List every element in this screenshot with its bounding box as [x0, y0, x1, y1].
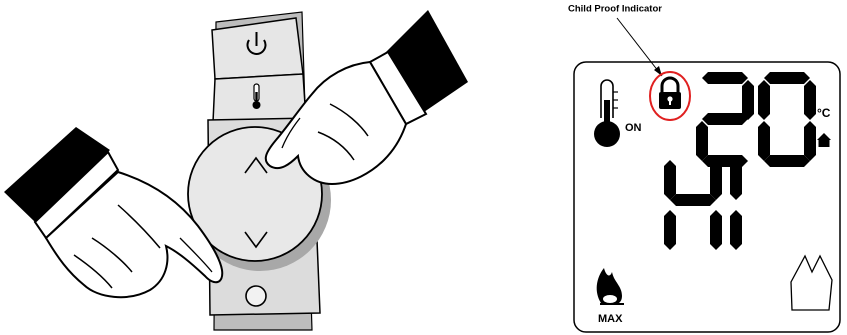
svg-text:20: 20: [0, 0, 2, 1]
svg-text:Hi: Hi: [0, 0, 2, 1]
callout-label: Child Proof Indicator: [568, 3, 662, 14]
left-hand-press-down: [4, 127, 222, 297]
circle-button[interactable]: [246, 286, 266, 306]
thermometer-icon: [253, 84, 261, 109]
heater-state-label: ON: [625, 122, 642, 134]
temperature-button[interactable]: [213, 74, 306, 122]
temperature-unit: °C: [817, 106, 831, 120]
flame-level-label: MAX: [598, 313, 623, 325]
